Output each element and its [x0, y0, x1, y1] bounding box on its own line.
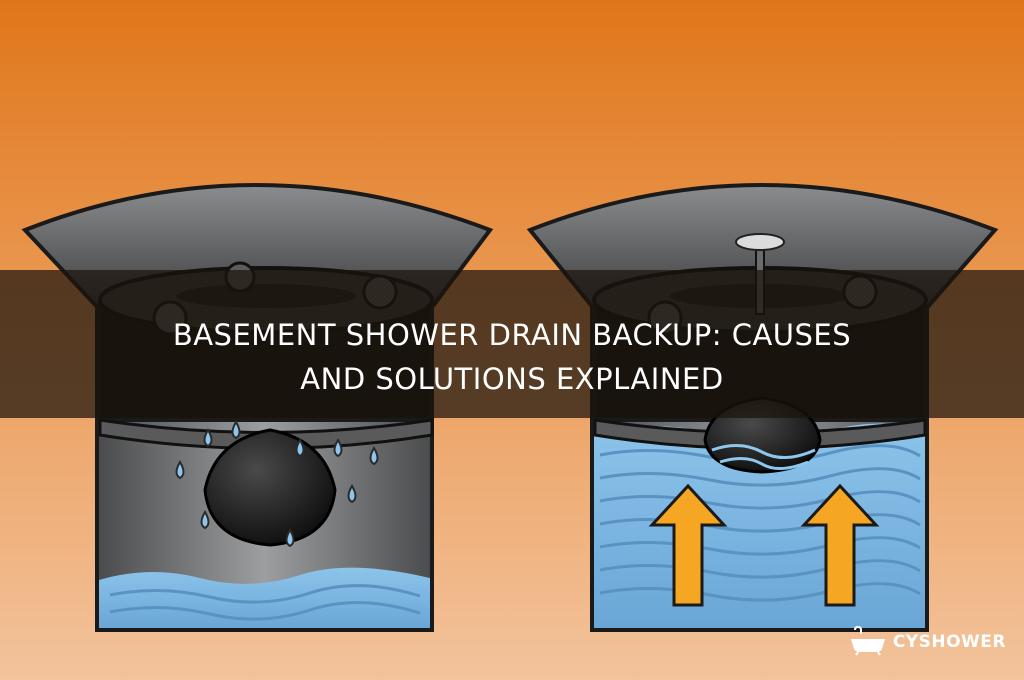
title-line-1: BASEMENT SHOWER DRAIN BACKUP: CAUSES	[0, 313, 1024, 357]
page-title: BASEMENT SHOWER DRAIN BACKUP: CAUSES AND…	[0, 313, 1024, 401]
brand-name: CYSHOWER	[893, 632, 1006, 652]
title-line-2: AND SOLUTIONS EXPLAINED	[0, 357, 1024, 401]
brand-logo: CYSHOWER	[849, 626, 1006, 656]
bathtub-icon	[849, 626, 887, 656]
